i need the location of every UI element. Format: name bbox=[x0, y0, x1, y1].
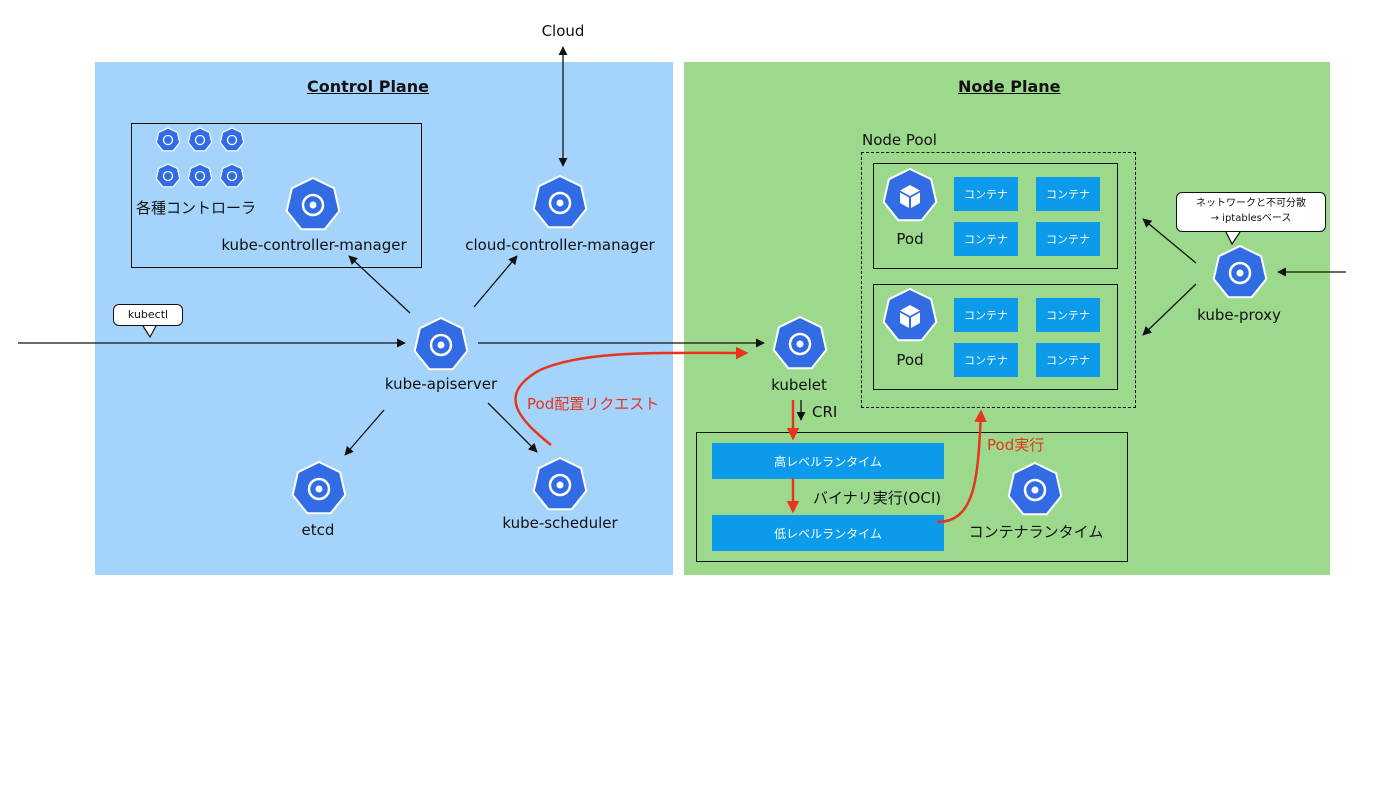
control-plane-title: Control Plane bbox=[307, 77, 429, 96]
node-plane-title: Node Plane bbox=[958, 77, 1061, 96]
node-pool-box bbox=[861, 152, 1136, 408]
pod-1-label: Pod bbox=[896, 230, 924, 248]
container-1-2: コンテナ bbox=[1036, 177, 1100, 211]
scheduler-icon bbox=[532, 456, 588, 511]
container-2-1: コンテナ bbox=[954, 298, 1018, 332]
apiserver-label: kube-apiserver bbox=[384, 375, 498, 393]
scheduler-label: kube-scheduler bbox=[502, 514, 618, 532]
controllers-label: 各種コントローラ bbox=[136, 199, 257, 217]
container-runtime-icon bbox=[1007, 461, 1063, 516]
container-2-3: コンテナ bbox=[954, 343, 1018, 377]
kcm-label: kube-controller-manager bbox=[221, 236, 407, 254]
kubectl-label: kubectl bbox=[127, 308, 169, 321]
container-1-4: コンテナ bbox=[1036, 222, 1100, 256]
kube-proxy-icon bbox=[1212, 244, 1268, 299]
controller-icon-5 bbox=[187, 163, 213, 188]
controllers-box bbox=[131, 123, 422, 268]
node-pool-label: Node Pool bbox=[862, 131, 937, 149]
binary-exec-label: バイナリ実行(OCI) bbox=[813, 489, 942, 507]
controller-icon-2 bbox=[187, 127, 213, 152]
kubelet-icon bbox=[772, 315, 828, 370]
controller-icon-3 bbox=[219, 127, 245, 152]
apiserver-icon bbox=[413, 316, 469, 371]
kubelet-label: kubelet bbox=[771, 376, 827, 394]
cloud-label: Cloud bbox=[541, 22, 585, 40]
pod-2-icon bbox=[882, 287, 938, 342]
container-runtime-box bbox=[696, 432, 1128, 562]
proxy-note-bubble: ネットワークと不可分散 → iptablesベース bbox=[1176, 192, 1326, 232]
container-1-1: コンテナ bbox=[954, 177, 1018, 211]
kube-proxy-label: kube-proxy bbox=[1197, 306, 1281, 324]
low-level-runtime: 低レベルランタイム bbox=[712, 515, 944, 551]
controller-icons bbox=[155, 127, 245, 188]
controller-icon-4 bbox=[155, 163, 181, 188]
pod-request-label: Pod配置リクエスト bbox=[527, 395, 660, 413]
container-2-2: コンテナ bbox=[1036, 298, 1100, 332]
container-2-4: コンテナ bbox=[1036, 343, 1100, 377]
ccm-label: cloud-controller-manager bbox=[465, 236, 655, 254]
pod-box-2 bbox=[873, 284, 1118, 390]
controller-icon-1 bbox=[155, 127, 181, 152]
pod-exec-label: Pod実行 bbox=[987, 436, 1045, 454]
container-runtime-label: コンテナランタイム bbox=[968, 523, 1104, 541]
kcm-icon bbox=[285, 176, 341, 231]
pod-2-label: Pod bbox=[896, 351, 924, 369]
container-1-3: コンテナ bbox=[954, 222, 1018, 256]
proxy-note-line1: ネットワークと不可分散 bbox=[1196, 198, 1306, 209]
ccm-icon bbox=[532, 174, 588, 229]
pod-1-icon bbox=[882, 167, 938, 222]
controller-icon-6 bbox=[219, 163, 245, 188]
cri-label: CRI bbox=[812, 403, 838, 421]
etcd-label: etcd bbox=[301, 521, 335, 539]
kubectl-bubble: kubectl bbox=[113, 304, 183, 326]
etcd-icon bbox=[291, 460, 347, 515]
high-level-runtime: 高レベルランタイム bbox=[712, 443, 944, 479]
pod-box-1 bbox=[873, 163, 1118, 269]
proxy-note-line2: → iptablesベース bbox=[1210, 213, 1292, 224]
